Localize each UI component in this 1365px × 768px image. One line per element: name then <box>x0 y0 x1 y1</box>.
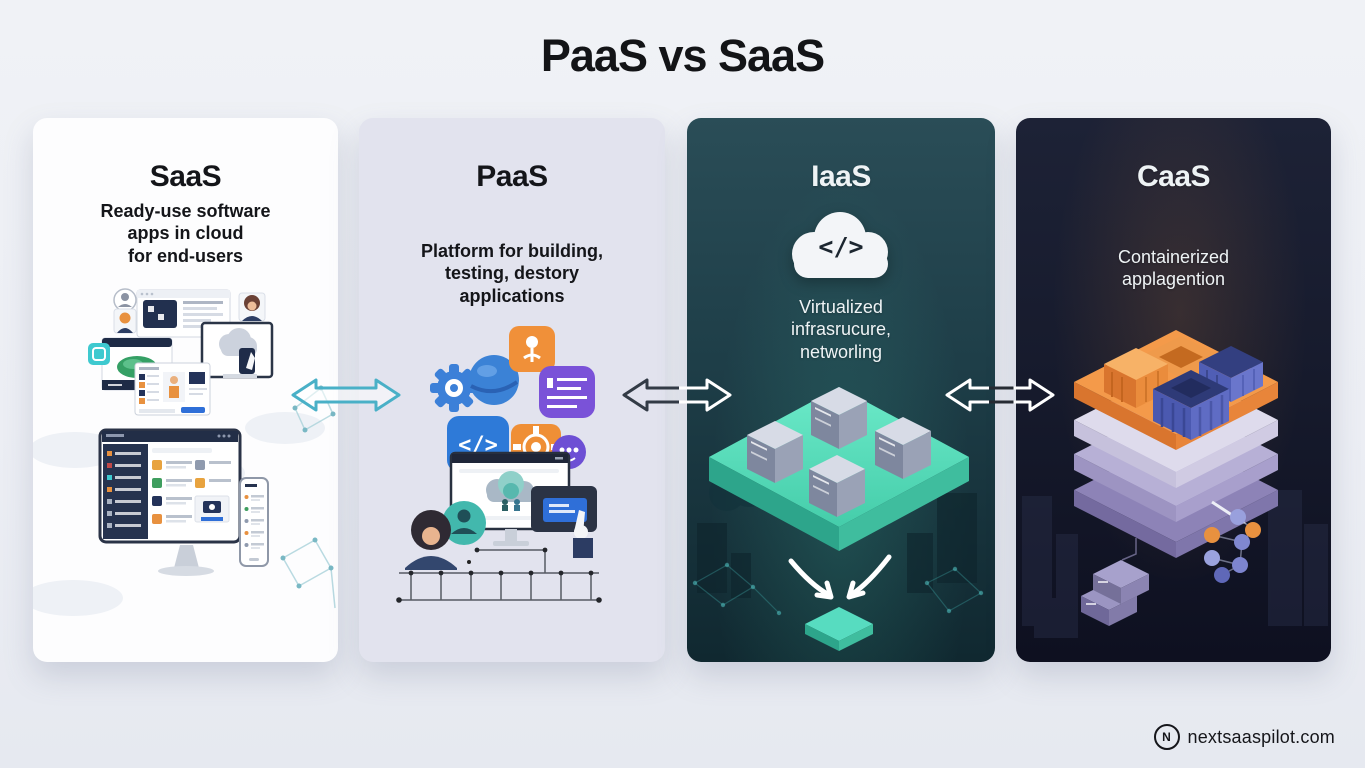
footer-brand: N nextsaaspilot.com <box>1153 724 1335 750</box>
arrow-saas-paas-icon <box>291 378 401 412</box>
user-avatar-tile <box>238 292 266 322</box>
panel-caas: CaaS Containerized applagention <box>1016 118 1331 662</box>
panel-paas-description: Platform for building, testing, destory … <box>421 241 603 306</box>
panel-iaas: IaaS </> Virtualized infrasrucure, netwo… <box>687 118 995 662</box>
teal-app-icon <box>88 343 110 365</box>
panel-saas: SaaS Ready-use software apps in cloud fo… <box>33 118 338 662</box>
server-cube <box>875 417 931 479</box>
arrow-paas-iaas-icon <box>622 378 732 412</box>
phone-device <box>239 477 269 567</box>
stack-connector-line <box>1121 538 1137 561</box>
cloud-code-glyph: </> <box>818 232 864 261</box>
paas-tools-illustration: </> <box>396 326 602 603</box>
panel-iaas-title: IaaS <box>811 160 871 193</box>
background-network-dots <box>692 562 984 616</box>
brand-url-text: nextsaaspilot.com <box>1187 726 1335 747</box>
checklist-window <box>134 362 211 416</box>
panel-saas-title: SaaS <box>149 160 222 193</box>
panel-saas-description: Ready-use software apps in cloud for end… <box>100 201 271 266</box>
brand-logo-icon: N <box>1153 724 1180 750</box>
cloud-code-icon: </> <box>776 202 906 288</box>
page-title: PaaS vs SaaS <box>540 30 825 81</box>
person-bust <box>405 510 471 570</box>
container-orange <box>1104 348 1168 408</box>
gear-icon <box>430 364 478 412</box>
saas-apps-illustration <box>33 288 336 616</box>
pipeline-grid <box>399 549 599 601</box>
mini-servers <box>1081 560 1149 626</box>
teal-avatar <box>442 501 486 545</box>
arrow-iaas-caas-icon <box>945 378 1055 412</box>
server-cube <box>811 387 867 449</box>
server-cube <box>747 421 803 483</box>
container-blue <box>1153 370 1229 440</box>
background-silhouettes <box>697 493 977 598</box>
user-avatar-icon <box>113 288 137 312</box>
panel-paas: PaaS Platform for building, testing, des… <box>359 118 665 662</box>
small-tile <box>805 607 873 651</box>
cloud-upload-window <box>200 321 274 379</box>
tablet-hand <box>531 486 597 558</box>
desktop-monitor <box>98 428 242 576</box>
globe-icon <box>469 355 519 405</box>
node-cluster <box>1204 509 1261 583</box>
brand-logo-letter: N <box>1162 730 1171 744</box>
caas-stack-illustration <box>1022 330 1328 638</box>
panel-caas-title: CaaS <box>1136 160 1211 193</box>
user-avatar-tile <box>113 308 137 334</box>
server-cube <box>809 455 865 517</box>
panel-caas-description: Containerized applagention <box>1117 247 1230 290</box>
skyline-silhouette <box>1022 490 1328 638</box>
panel-iaas-description: Virtualized infrasrucure, networling <box>790 297 892 362</box>
pipeline-nodes <box>396 547 602 603</box>
iaas-platform-illustration <box>692 387 984 651</box>
tasks-app-icon <box>539 366 595 418</box>
down-arrows <box>788 554 892 600</box>
growth-app-icon <box>509 326 555 372</box>
panel-paas-title: PaaS <box>476 160 548 193</box>
